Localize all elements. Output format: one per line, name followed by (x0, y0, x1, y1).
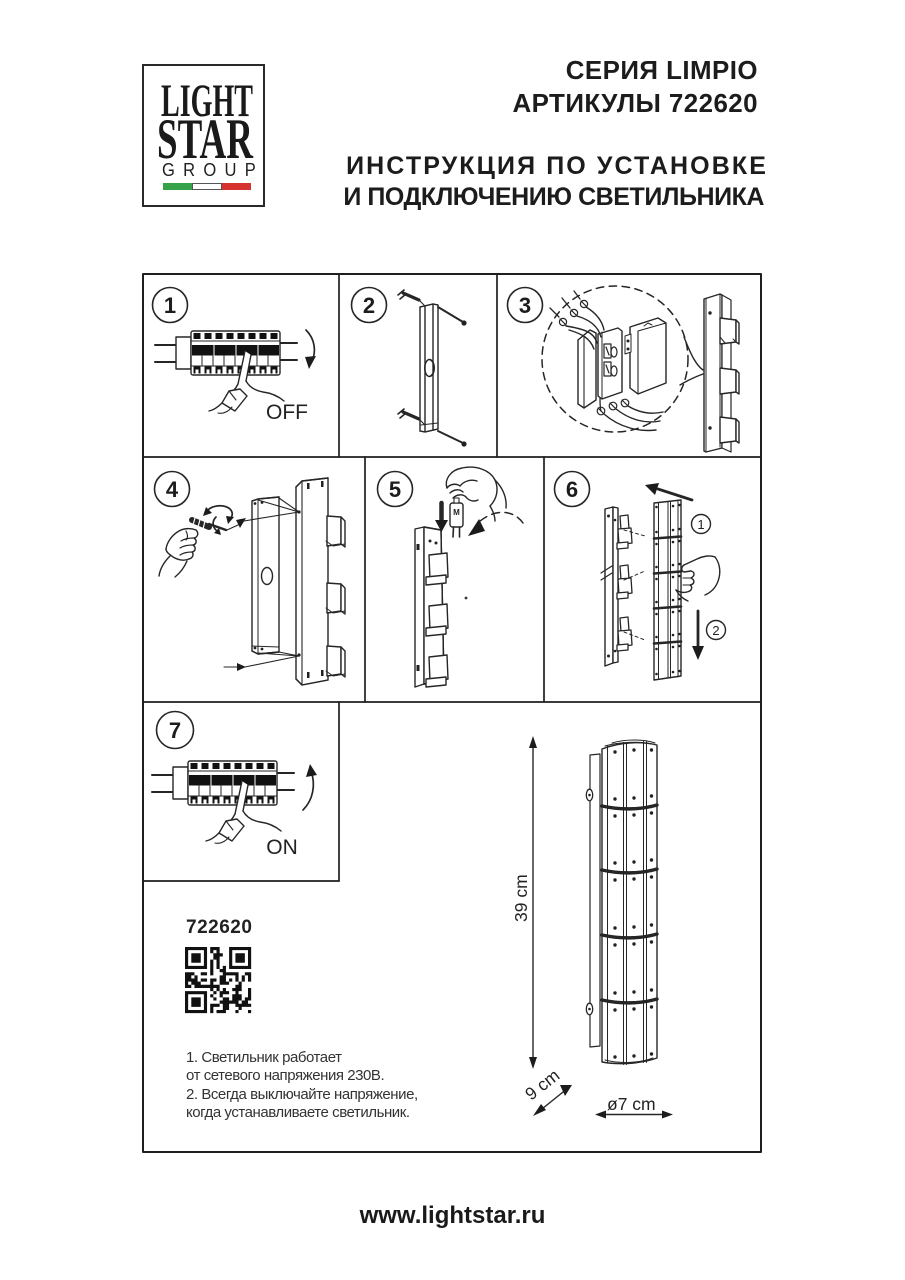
svg-text:39 cm: 39 cm (511, 874, 531, 922)
svg-text:2: 2 (712, 623, 719, 638)
svg-text:7: 7 (169, 718, 181, 743)
svg-text:OFF: OFF (266, 401, 308, 424)
svg-text:1: 1 (697, 517, 704, 532)
svg-text:5: 5 (389, 477, 401, 502)
svg-text:1: 1 (164, 293, 176, 318)
svg-text:ON: ON (266, 836, 298, 859)
svg-text:2: 2 (363, 293, 375, 318)
svg-text:6: 6 (566, 477, 578, 502)
svg-text:3: 3 (519, 293, 531, 318)
svg-text:ø7 cm: ø7 cm (607, 1094, 656, 1114)
svg-text:M: M (453, 508, 460, 517)
svg-text:9 cm: 9 cm (521, 1065, 563, 1104)
svg-text:4: 4 (166, 477, 179, 502)
